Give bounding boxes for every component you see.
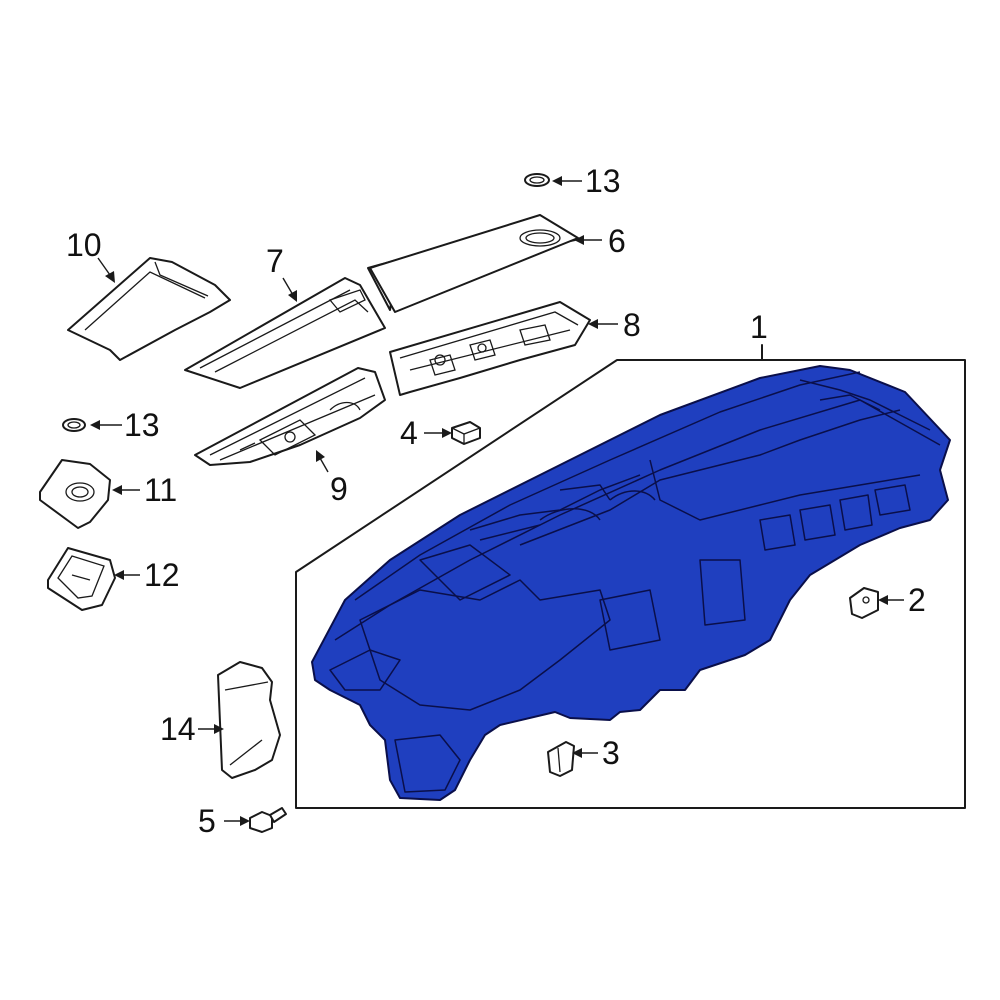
nut-clip-part[interactable] xyxy=(547,741,575,777)
leader-lines xyxy=(90,176,904,826)
callout-8: 8 xyxy=(623,307,641,343)
callout-3: 3 xyxy=(602,735,620,771)
callout-10: 10 xyxy=(66,227,102,263)
callout-2: 2 xyxy=(908,582,926,618)
callout-13-top: 13 xyxy=(585,163,621,199)
speaker-bracket-part[interactable] xyxy=(39,459,111,529)
side-cover-part[interactable] xyxy=(217,661,281,779)
callout-9: 9 xyxy=(330,471,348,507)
instrument-panel-body xyxy=(311,365,951,801)
left-cover-panel-part[interactable] xyxy=(67,257,231,361)
bezel-part[interactable] xyxy=(47,547,116,611)
dash-trim-strip-part[interactable] xyxy=(184,277,386,389)
callout-7: 7 xyxy=(266,243,284,279)
callout-labels: 1 2 3 4 5 6 7 8 9 10 11 12 13 13 14 xyxy=(66,163,926,839)
instrument-panel-part[interactable] xyxy=(311,365,951,801)
callout-13-left: 13 xyxy=(124,407,160,443)
callout-4: 4 xyxy=(400,415,418,451)
callout-12: 12 xyxy=(144,557,180,593)
callout-5: 5 xyxy=(198,803,216,839)
callout-6: 6 xyxy=(608,223,626,259)
callout-14: 14 xyxy=(160,711,196,747)
right-reinforcement-part[interactable] xyxy=(389,301,591,396)
grommet-left-part[interactable] xyxy=(62,418,86,432)
clip-part[interactable] xyxy=(451,421,481,445)
upper-trim-panel-part[interactable] xyxy=(367,214,579,313)
grommet-top-part[interactable] xyxy=(524,173,550,187)
bolt-part[interactable] xyxy=(249,807,287,833)
callout-11: 11 xyxy=(144,472,177,508)
instrument-panel-callout-frame xyxy=(295,344,966,809)
small-bracket-part[interactable] xyxy=(849,587,879,619)
left-reinforcement-part[interactable] xyxy=(194,367,386,466)
callout-1: 1 xyxy=(750,309,768,345)
